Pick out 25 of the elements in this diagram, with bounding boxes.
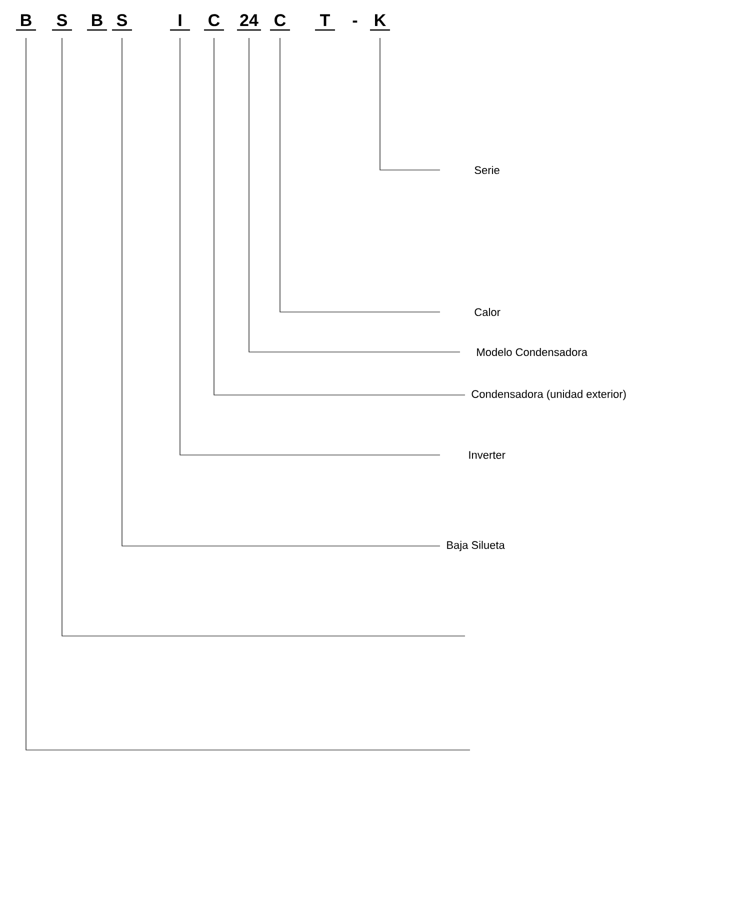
code-letter: S xyxy=(52,14,72,31)
label-text: Modelo Condensadora xyxy=(477,348,588,356)
code-letter: C xyxy=(204,14,224,31)
leader-line xyxy=(280,38,440,312)
code-letter: B xyxy=(87,14,107,31)
code-letter: B xyxy=(16,14,36,31)
code-letter: C xyxy=(270,14,290,31)
leader-line xyxy=(248,38,460,352)
code-letter: 24 xyxy=(237,14,261,31)
label-text: Calor xyxy=(474,308,500,316)
code-letter: I xyxy=(170,14,190,31)
leader-line xyxy=(180,38,440,456)
leader-line xyxy=(380,38,440,170)
label-text: Condensadora (unidad exterior) xyxy=(472,390,626,400)
code-letter: K xyxy=(370,14,390,31)
leader-line xyxy=(26,38,470,750)
label-text: Inverter xyxy=(469,451,506,459)
leader-line xyxy=(214,38,466,396)
label-text: Baja Silueta xyxy=(447,540,505,552)
code-letter: T xyxy=(315,14,335,31)
code-letter: - xyxy=(352,20,358,23)
leader-line xyxy=(62,38,466,636)
label-text: Serie xyxy=(474,166,500,174)
code-letter: S xyxy=(112,14,132,31)
leader-line xyxy=(122,38,440,546)
